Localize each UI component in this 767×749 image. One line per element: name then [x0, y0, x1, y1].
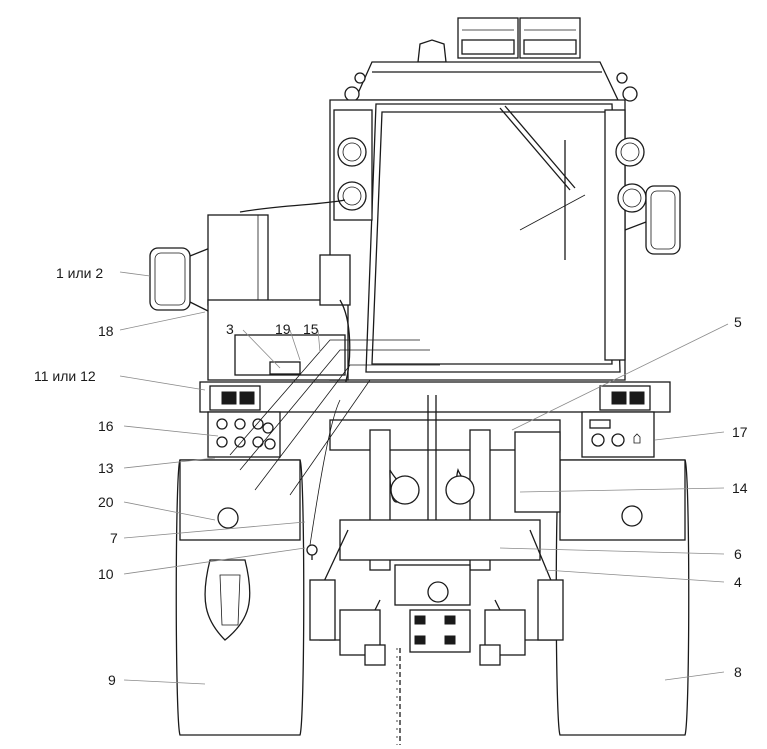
- callout-13: 13: [98, 460, 114, 476]
- callout-9: 9: [108, 672, 116, 688]
- callout-1: 1 или 2: [56, 265, 103, 281]
- callout-20: 20: [98, 494, 114, 510]
- cab-roof: [344, 17, 638, 102]
- callout-14: 14: [732, 480, 748, 496]
- callout-5: 5: [734, 314, 742, 330]
- callout-19: 19: [275, 321, 291, 337]
- callout-10: 10: [98, 566, 114, 582]
- cab-lamps: [337, 137, 647, 213]
- callout-6: 6: [734, 546, 742, 562]
- callout-labels: 1 или 2 18 3 19 15 5 11 или 12 16 17 13 …: [34, 265, 748, 688]
- right-mirror: [624, 185, 681, 255]
- left-rear-wheel: [175, 459, 305, 736]
- callout-17: 17: [732, 424, 748, 440]
- socket-panel-left: [216, 418, 276, 450]
- hose-lines: [229, 339, 455, 560]
- left-tank: [207, 199, 351, 386]
- control-panel-right: [589, 419, 641, 447]
- cab: [329, 99, 626, 381]
- callout-18: 18: [98, 323, 114, 339]
- callout-7: 7: [110, 530, 118, 546]
- callout-16: 16: [98, 418, 114, 434]
- callout-4: 4: [734, 574, 742, 590]
- hitch-chain: [396, 648, 401, 745]
- callout-15: 15: [303, 321, 319, 337]
- callout-11: 11 или 12: [34, 368, 96, 384]
- rear-linkage: [309, 395, 564, 666]
- left-mirror: [149, 247, 211, 313]
- leader-lines: [119, 271, 729, 685]
- callout-8: 8: [734, 664, 742, 680]
- right-rear-wheel: [555, 459, 690, 736]
- callout-3: 3: [226, 321, 234, 337]
